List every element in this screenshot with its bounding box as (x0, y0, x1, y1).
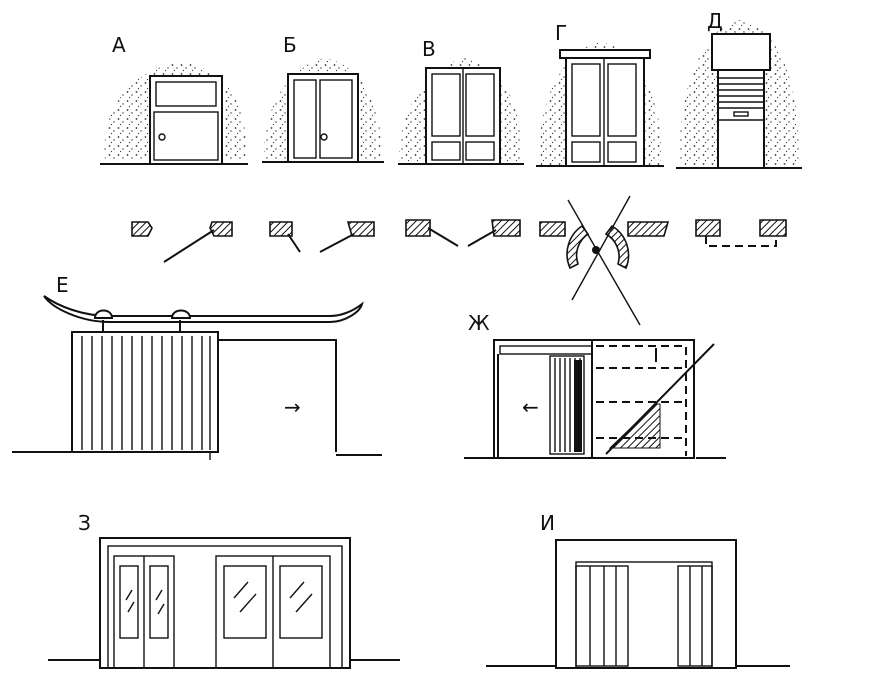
door-a-elevation (100, 62, 248, 165)
label-e: Е (56, 273, 69, 297)
label-i: И (540, 511, 555, 535)
door-e-sliding (12, 295, 382, 460)
label-d: Д (707, 9, 723, 33)
door-d-elevation (676, 20, 802, 169)
plan-d (695, 219, 787, 247)
label-g: Г (555, 21, 567, 45)
arrow-left: ← (522, 395, 539, 419)
door-i-sliding (486, 539, 790, 669)
arrow-right: → (284, 395, 301, 419)
label-v: В (422, 37, 436, 61)
door-v-elevation (398, 58, 524, 165)
plan-a (131, 221, 233, 263)
door-g-elevation (536, 42, 664, 167)
plan-g-revolving (539, 195, 670, 326)
door-zh-folding (464, 339, 726, 459)
label-a: А (112, 33, 126, 57)
door-b-elevation (262, 58, 384, 163)
door-z-glazed (48, 537, 400, 669)
label-zh: Ж (468, 311, 490, 335)
plan-b (269, 221, 375, 253)
plan-v (405, 219, 521, 247)
label-z: З (78, 511, 91, 535)
label-b: Б (283, 33, 297, 57)
